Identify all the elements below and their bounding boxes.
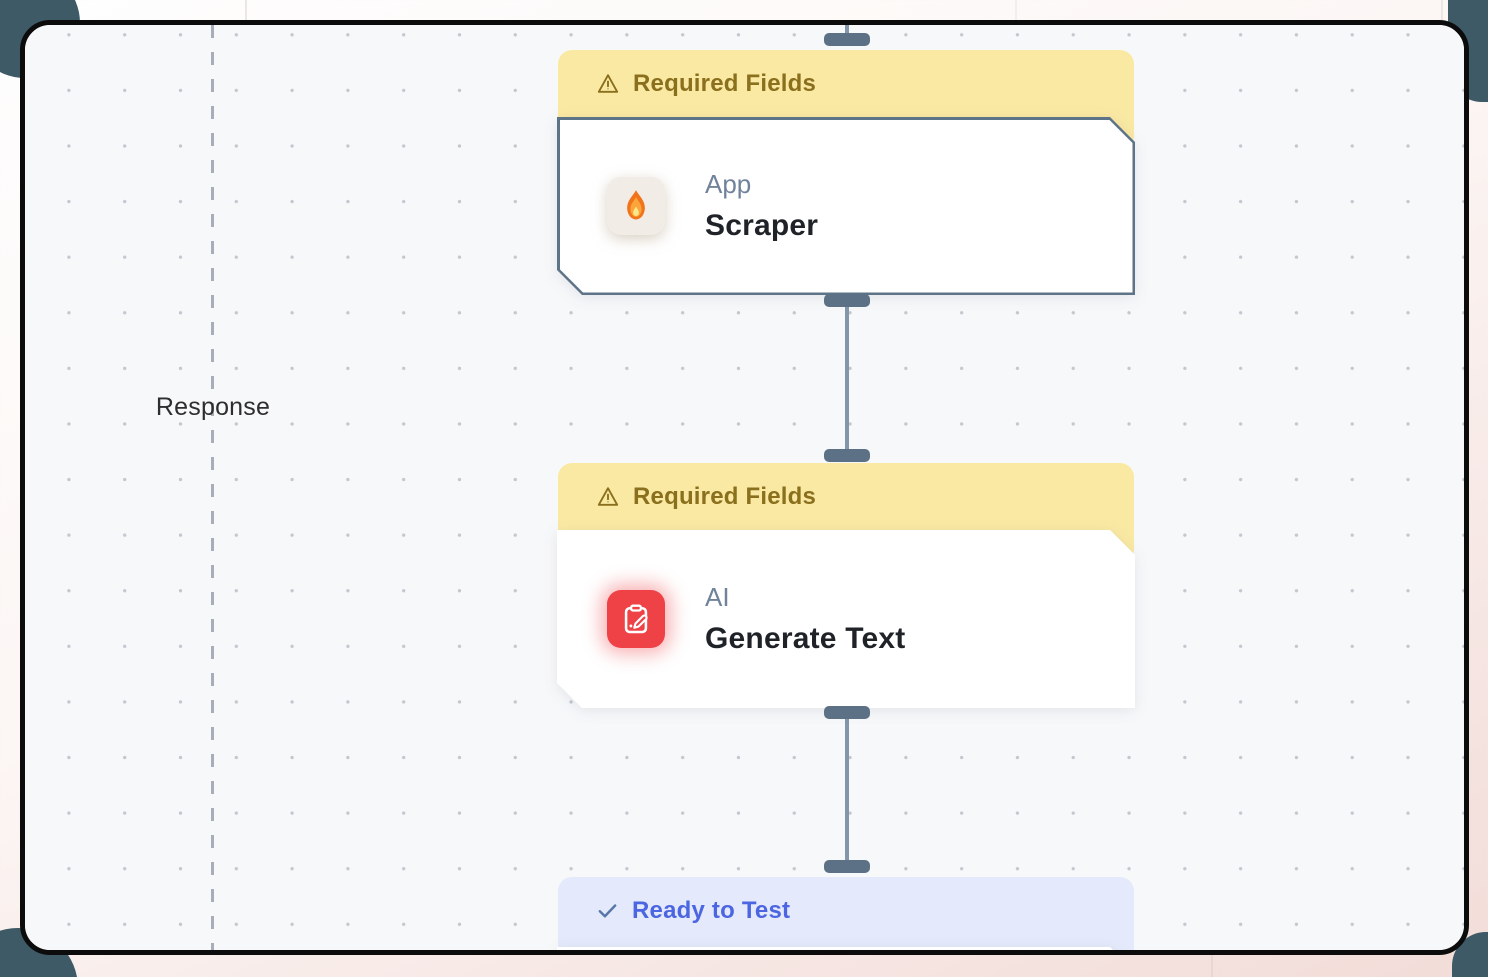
- warning-triangle-icon: [596, 72, 620, 96]
- response-divider-label: Response: [155, 393, 271, 421]
- node-card[interactable]: AI Generate Text: [557, 530, 1135, 708]
- node-card[interactable]: App Scraper: [557, 117, 1135, 295]
- workflow-canvas[interactable]: Response Required: [25, 25, 1464, 950]
- connector-edge[interactable]: [845, 304, 849, 452]
- node-input-port[interactable]: [824, 449, 870, 462]
- node-status-label: Required Fields: [633, 482, 817, 510]
- background-divider-line: [1441, 0, 1443, 20]
- background-divider-line: [1015, 0, 1017, 20]
- node-card-surface: [557, 947, 1135, 955]
- node-status-label: Ready to Test: [632, 896, 791, 924]
- node-input-port[interactable]: [824, 33, 870, 46]
- node-status-banner[interactable]: Ready to Test: [558, 877, 1134, 950]
- connector-edge[interactable]: [845, 716, 849, 863]
- fire-icon: [607, 177, 665, 235]
- background-divider-line: [245, 0, 247, 20]
- clipboard-edit-icon: [607, 590, 665, 648]
- node-output-port[interactable]: [824, 294, 870, 307]
- node-status-label: Required Fields: [633, 69, 817, 97]
- warning-triangle-icon: [596, 485, 620, 509]
- background-divider-line: [1211, 955, 1213, 977]
- node-type-label: App: [705, 169, 752, 199]
- node-title: Generate Text: [705, 622, 906, 655]
- node-type-label: AI: [705, 582, 730, 612]
- node-title: Scraper: [705, 209, 819, 242]
- node-output-port[interactable]: [824, 706, 870, 719]
- canvas-frame: Response Required: [20, 20, 1469, 955]
- check-icon: [596, 899, 619, 922]
- response-divider-line: [211, 25, 214, 950]
- node-input-port[interactable]: [824, 860, 870, 873]
- node-card[interactable]: [557, 947, 1135, 955]
- connector-edge[interactable]: [845, 25, 849, 35]
